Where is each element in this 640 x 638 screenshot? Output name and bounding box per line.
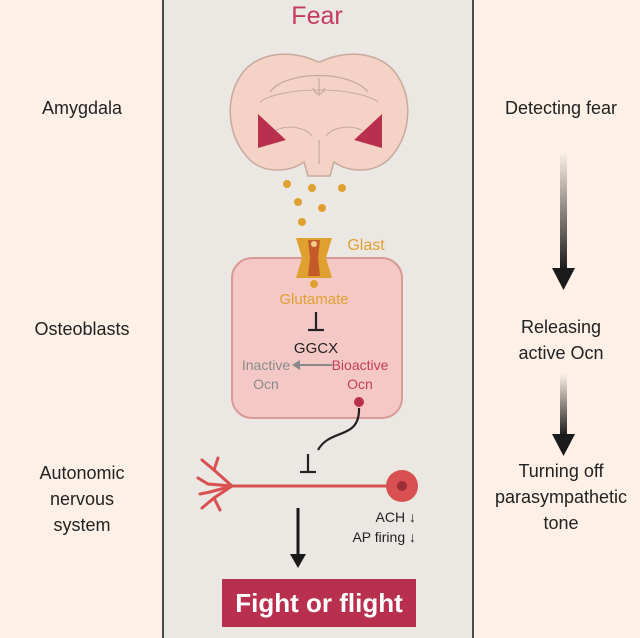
- label-releasing-line1: Releasing: [520, 317, 602, 337]
- ach-label: ACH ↓: [375, 509, 416, 525]
- label-turning-line3: tone: [543, 513, 579, 533]
- glast-label: Glast: [347, 237, 385, 254]
- bioactive-ocn-label: Bioactive Ocn: [328, 356, 392, 394]
- label-ans-line1: Autonomic: [39, 463, 125, 483]
- ocn-connector: [317, 407, 361, 451]
- label-turning-off: Turning off parasympathetic tone: [486, 458, 636, 536]
- label-turning-line2: parasympathetic: [494, 487, 628, 507]
- inactive-ocn-label: Inactive Ocn: [236, 356, 296, 394]
- ocn-release-dot: [354, 397, 364, 407]
- neuron-nucleus: [397, 481, 407, 491]
- label-ans-line3: system: [53, 515, 111, 535]
- fear-title: Fear: [291, 2, 343, 30]
- inactive-line1: Inactive: [241, 357, 291, 373]
- right-arrow-2: [552, 374, 575, 456]
- label-osteoblasts: Osteoblasts: [34, 319, 130, 339]
- glutamate-dots: [283, 180, 346, 226]
- ggcx-label: GGCX: [293, 340, 339, 357]
- amygdala-right: [354, 114, 382, 148]
- ap-firing-label: AP firing ↓: [352, 529, 416, 545]
- bioactive-line1: Bioactive: [331, 357, 389, 373]
- amygdala-left: [258, 114, 286, 148]
- label-ans-line2: nervous: [49, 489, 115, 509]
- inactive-line2: Ocn: [253, 376, 279, 392]
- label-amygdala: Amygdala: [41, 98, 123, 118]
- label-detecting: Detecting fear: [504, 98, 618, 118]
- conversion-arrow: [292, 360, 332, 370]
- label-ans: Autonomic nervous system: [8, 460, 156, 538]
- label-turning-line1: Turning off: [518, 461, 604, 481]
- down-arrow-result: [290, 508, 306, 568]
- right-arrow-1: [552, 152, 575, 290]
- label-releasing: Releasing active Ocn: [486, 314, 636, 366]
- label-releasing-line2: active Ocn: [518, 343, 604, 363]
- brain-section: [229, 53, 409, 177]
- nerve-inhibition-mark: [300, 454, 316, 474]
- glast-transporter: [296, 238, 332, 288]
- glutamate-label: Glutamate: [279, 291, 349, 308]
- bioactive-line2: Ocn: [347, 376, 373, 392]
- fight-or-flight-box: Fight or flight: [222, 579, 416, 627]
- inhibition-mark: [308, 312, 324, 332]
- neuron: [196, 456, 394, 512]
